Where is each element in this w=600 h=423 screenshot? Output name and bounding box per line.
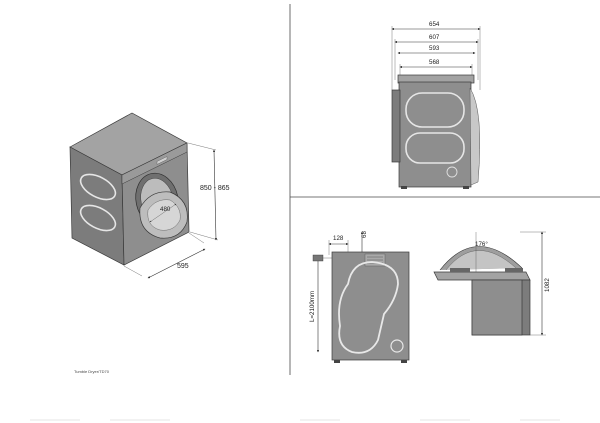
open-height-label: 1082 [544, 278, 551, 292]
drawing-caption: Tumble Dryer/TD70 [74, 369, 110, 374]
door-open-view-dryer: 176° 1082 [433, 231, 551, 336]
rear-view-dryer: 128 68 L=2100mm [309, 231, 410, 363]
door-diameter-label: 480 [160, 206, 171, 213]
width-dimension-label: 595 [177, 263, 189, 270]
hose-length-label: L=2100mm [309, 291, 316, 322]
door-angle-label: 176° [475, 241, 488, 248]
side-width-593: 593 [429, 45, 440, 52]
side-width-568: 568 [429, 59, 440, 66]
side-width-607: 607 [429, 34, 440, 41]
height-dimension-label: 850 - 865 [200, 185, 230, 192]
rear-top-label: 68 [361, 231, 368, 238]
side-width-654: 654 [429, 21, 440, 28]
rear-offset-label: 128 [333, 235, 344, 242]
isometric-dryer: 480 850 - 865 595 [69, 112, 230, 279]
side-view-dryer: 654 607 593 568 [391, 21, 481, 189]
